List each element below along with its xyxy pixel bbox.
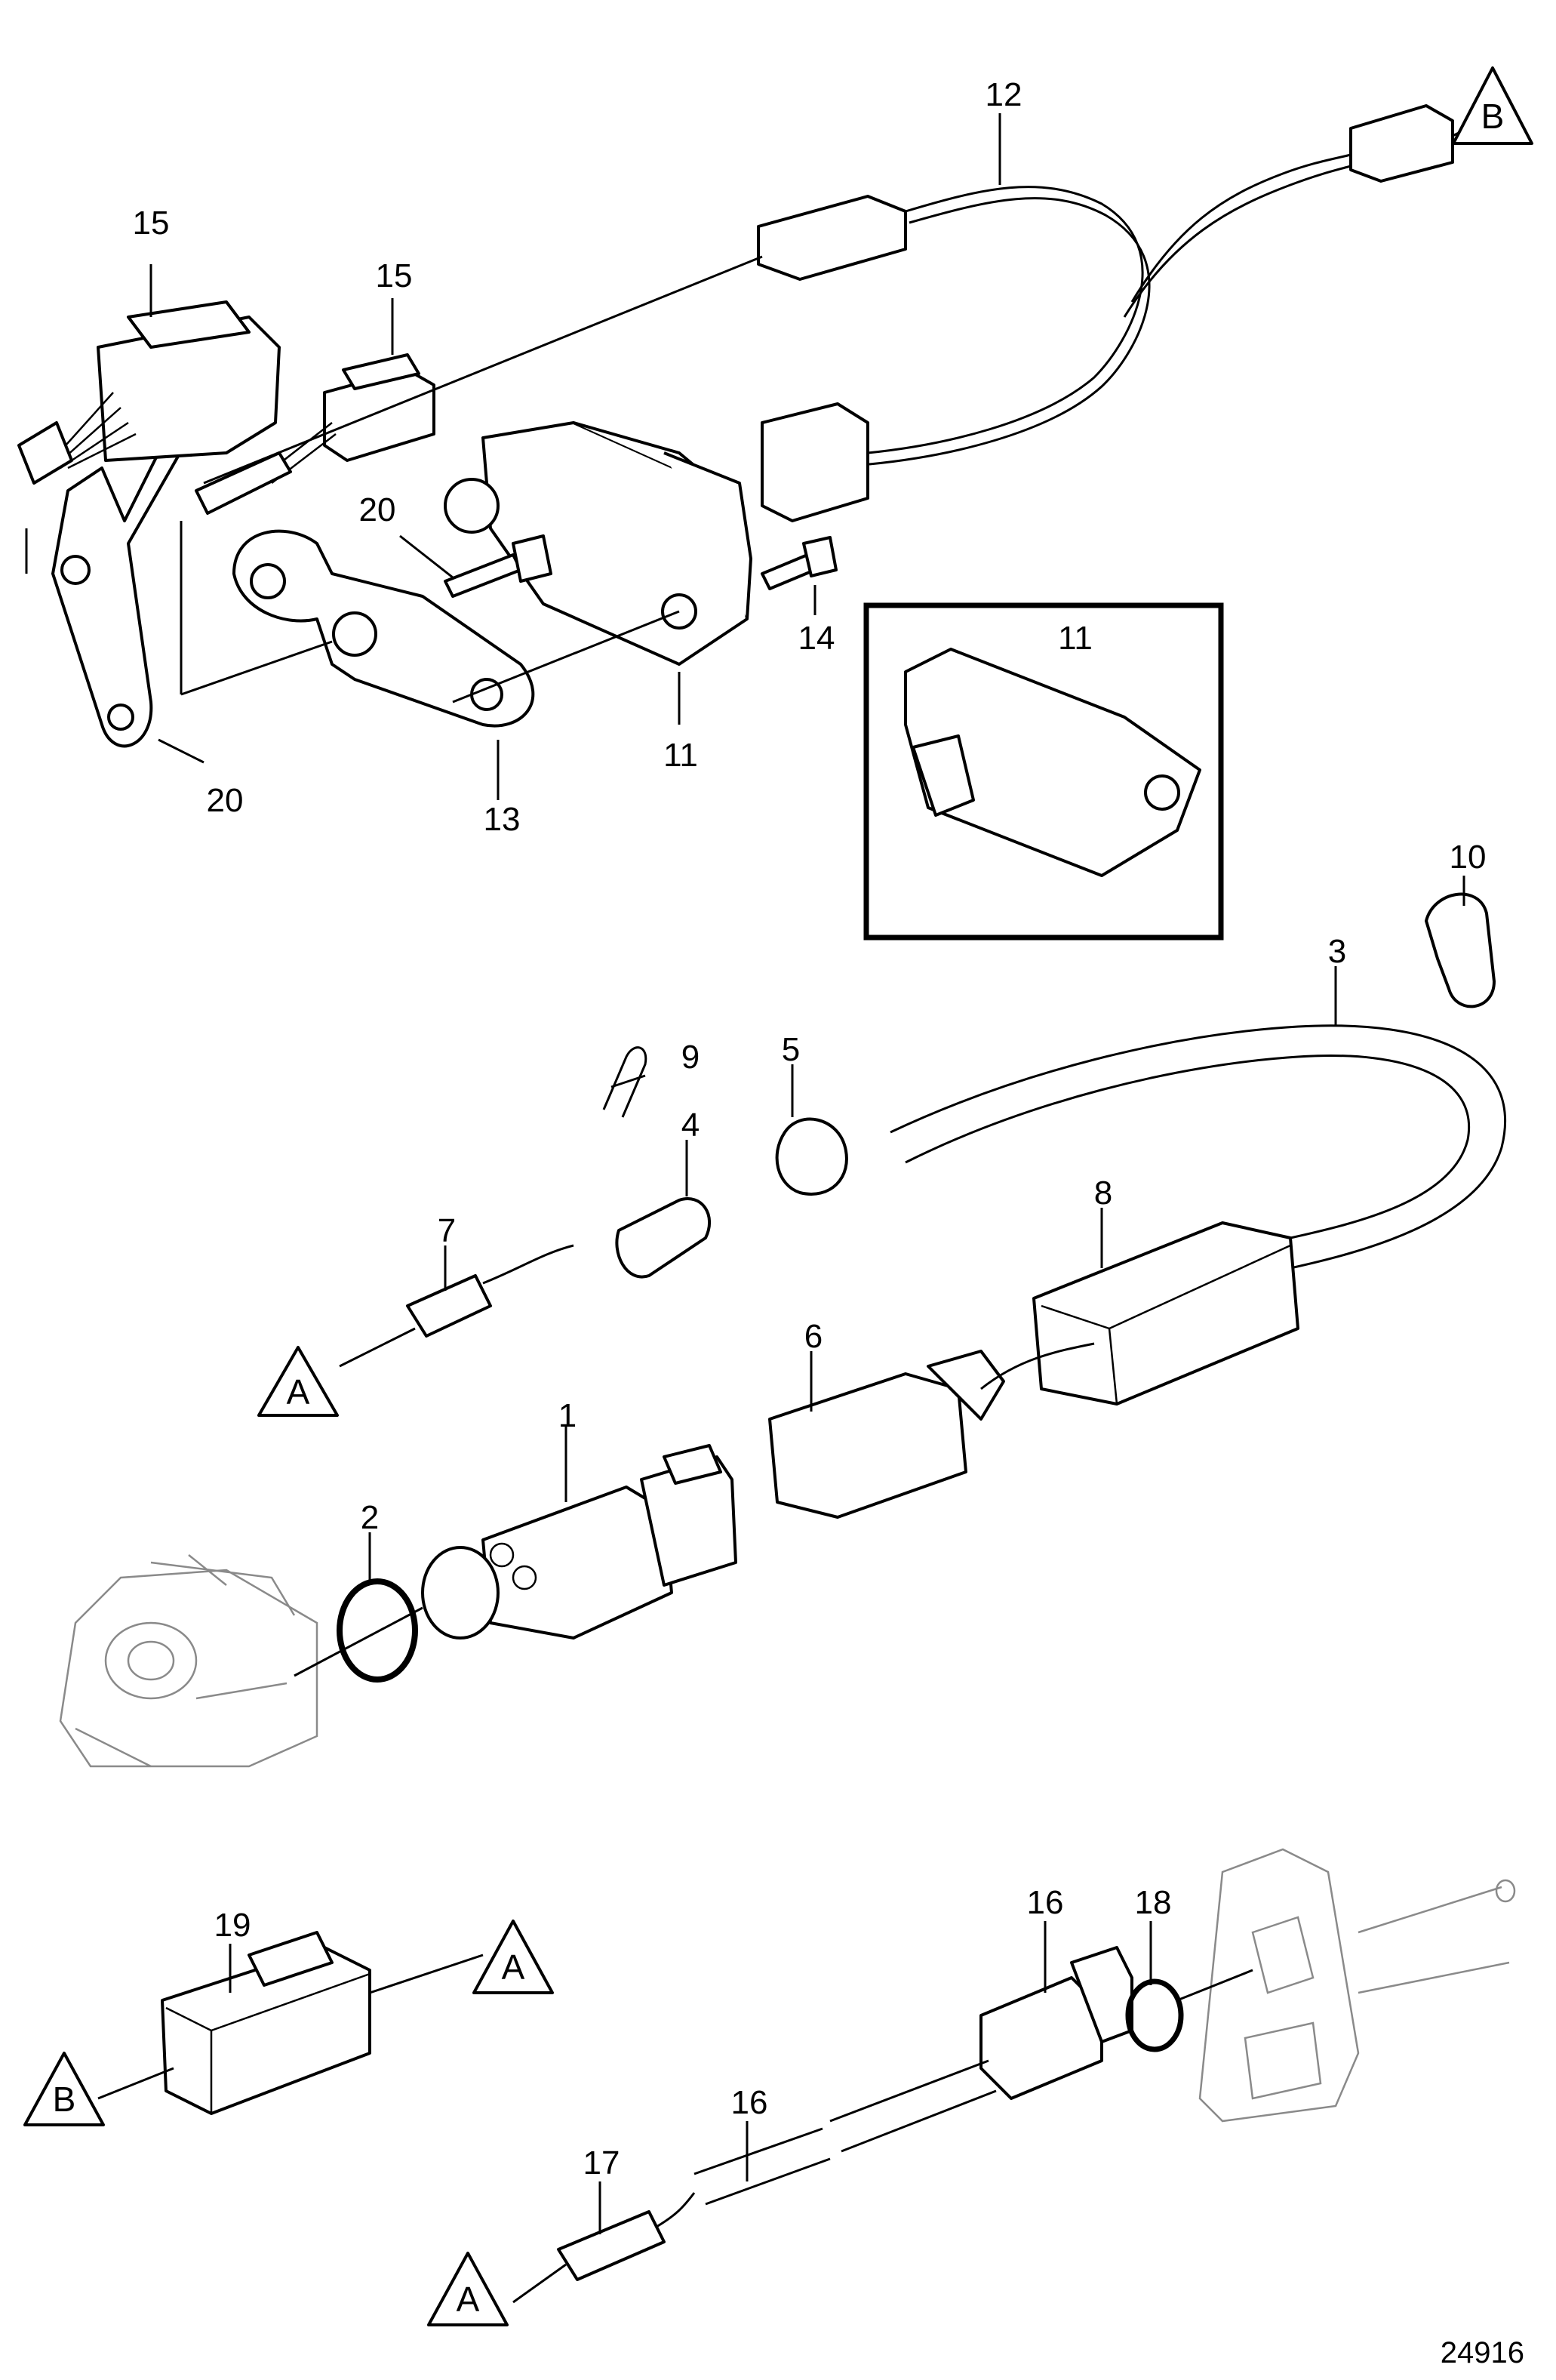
ref-triangle-b-top — [1452, 66, 1533, 145]
ref-label: B — [1481, 97, 1505, 136]
harness-12 — [867, 186, 1144, 454]
callout-12: 12 — [986, 76, 1022, 113]
ref-triangle-a-bottom-right — [472, 1920, 554, 1994]
o-ring-18 — [1125, 1978, 1184, 2052]
callout-13: 13 — [484, 801, 521, 838]
middle-assembly — [59, 876, 1507, 1768]
connector-12-unit — [761, 402, 869, 522]
figure-number: 24916 — [1441, 2336, 1524, 2369]
inset-control-unit — [863, 602, 1224, 941]
screw-20 — [444, 553, 522, 598]
connector-6 — [768, 1372, 967, 1519]
callout-8: 8 — [1094, 1175, 1112, 1212]
callout-20-bracket: 20 — [207, 782, 244, 819]
connector-15-large — [17, 300, 281, 485]
connector-12-mid — [757, 195, 907, 281]
top-assembly — [17, 104, 1468, 800]
callout-1: 1 — [558, 1397, 577, 1434]
callout-4: 4 — [681, 1107, 700, 1144]
callout-2: 2 — [361, 1499, 379, 1536]
connector-12-end — [1349, 104, 1454, 183]
callout-10: 10 — [1450, 839, 1487, 876]
callout-7: 7 — [438, 1212, 456, 1249]
connector-15-small — [195, 353, 435, 515]
reference-markers: B A A B A — [23, 66, 1533, 2326]
callout-11-inset: 11 — [1058, 620, 1093, 657]
pump-sketch — [1198, 1848, 1516, 2123]
seal-4 — [615, 1197, 711, 1279]
ref-label: A — [502, 1947, 525, 1987]
ref-label: A — [287, 1372, 310, 1412]
pin-9 — [602, 1046, 647, 1118]
clip-10 — [1425, 892, 1496, 1008]
grommet-5 — [775, 1117, 848, 1196]
callout-15-large: 15 — [133, 205, 170, 242]
ref-triangle-a-bottom — [427, 2252, 509, 2326]
engine-sketch — [59, 1554, 318, 1768]
sensor-16 — [979, 1976, 1103, 2100]
callout-6: 6 — [804, 1318, 823, 1355]
callout-11: 11 — [663, 737, 698, 774]
callout-3: 3 — [1328, 933, 1346, 970]
ref-triangle-a-mid — [257, 1346, 339, 1417]
ref-triangle-b-bottom — [23, 2052, 105, 2126]
bracket-hole — [60, 555, 91, 585]
control-unit-11 — [444, 421, 752, 666]
terminals-7 — [406, 1274, 492, 1338]
callout-16-cable: 16 — [731, 2084, 768, 2121]
cable-16 — [829, 2059, 997, 2153]
callout-9: 9 — [681, 1039, 700, 1076]
terminals-17 — [557, 2210, 666, 2281]
housing-8 — [1032, 1221, 1299, 1406]
ref-label: A — [457, 2280, 480, 2319]
o-ring-2 — [337, 1578, 418, 1683]
bracket-hole — [107, 704, 134, 731]
screw-14-head — [802, 536, 838, 577]
ref-label: B — [53, 2080, 76, 2119]
callout-20-screw: 20 — [359, 491, 396, 528]
callout-18: 18 — [1135, 1884, 1172, 1921]
callout-labels: 1 2 3 4 5 6 7 8 9 10 11 11 12 13 14 15 1… — [133, 76, 1487, 2181]
sensor-1 — [421, 1444, 737, 1640]
cable-3 — [890, 1024, 1507, 1270]
callout-17: 17 — [583, 2144, 620, 2181]
bracket-middle — [232, 529, 535, 728]
callout-16-sensor: 16 — [1027, 1884, 1064, 1921]
callout-14: 14 — [798, 620, 835, 657]
callout-19: 19 — [214, 1907, 251, 1944]
callout-5: 5 — [782, 1031, 800, 1068]
screw-20-head — [512, 534, 552, 583]
bottom-assembly — [97, 1848, 1516, 2304]
callout-15-small: 15 — [376, 257, 413, 294]
